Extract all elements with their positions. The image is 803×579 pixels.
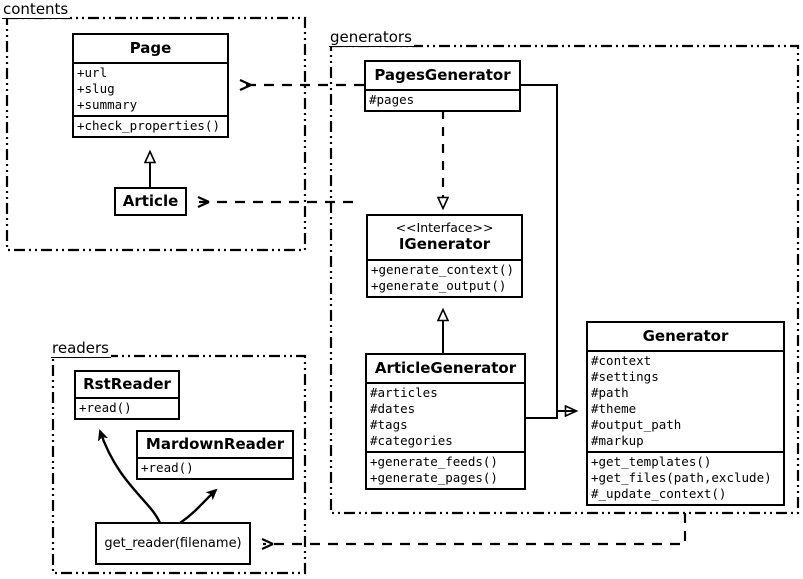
class-box-rst-reader[interactable]: RstReader +read() [74, 370, 180, 420]
class-member: +check_properties() [77, 118, 220, 133]
package-label-readers: readers [51, 339, 111, 358]
class-attributes-pages-generator: #pages [366, 89, 519, 110]
function-box-get-reader[interactable]: get_reader(filename) [95, 522, 251, 565]
class-member: #path [591, 385, 629, 400]
class-member: +generate_context() [371, 261, 514, 277]
class-name-article: Article [122, 192, 179, 210]
class-member: #_update_context() [591, 486, 727, 501]
class-methods-article-generator: +generate_feeds() +generate_pages() [367, 451, 524, 488]
class-member: +get_files(path,exclude) [591, 470, 772, 485]
package-label-generators: generators [329, 28, 414, 47]
class-member: #categories [370, 433, 453, 448]
class-methods-mardown-reader: +read() [138, 457, 292, 478]
class-member: +slug [77, 81, 115, 96]
edge-get-reader-to-mardownreader [179, 490, 216, 524]
class-member: +generate_output() [371, 277, 507, 293]
class-methods-rst-reader: +read() [76, 397, 178, 418]
class-member: +url [77, 65, 108, 80]
class-member: #dates [370, 401, 416, 416]
edge-generator-to-get-reader [261, 513, 687, 551]
class-member: #settings [591, 369, 659, 384]
class-name-mardown-reader: MardownReader [145, 435, 285, 453]
package-label-contents: contents [2, 0, 71, 19]
class-stereotype-igenerator: <<Interface>> [395, 220, 494, 235]
class-attributes-page: +url +slug +summary [74, 62, 227, 115]
class-name-generator: Generator [642, 327, 729, 345]
class-member: +generate_feeds() [370, 454, 498, 469]
class-methods-igenerator: +generate_context() +generate_output() [368, 258, 521, 296]
class-member: +get_templates() [591, 454, 712, 469]
class-methods-generator: +get_templates() +get_files(path,exclude… [588, 451, 783, 504]
class-member: #output_path [591, 417, 682, 432]
edge-articlegenerator-to-generator [526, 410, 576, 419]
class-member: +generate_pages() [370, 470, 498, 485]
class-name-article-generator: ArticleGenerator [374, 359, 517, 377]
class-name-page: Page [129, 39, 172, 57]
class-member: #articles [370, 385, 438, 400]
class-box-article[interactable]: Article [114, 187, 187, 216]
edge-pagesgenerator-to-generator [520, 84, 576, 411]
class-box-mardown-reader[interactable]: MardownReader +read() [136, 430, 294, 480]
class-member: +summary [77, 97, 138, 112]
class-box-pages-generator[interactable]: PagesGenerator #pages [364, 60, 521, 112]
class-name-igenerator: IGenerator [398, 234, 491, 253]
class-name-rst-reader: RstReader [83, 375, 171, 393]
function-label-get-reader: get_reader(filename) [104, 536, 242, 551]
class-name-pages-generator: PagesGenerator [374, 66, 511, 84]
class-member: #tags [370, 417, 408, 432]
class-member: +read() [141, 460, 194, 475]
class-box-article-generator[interactable]: ArticleGenerator #articles #dates #tags … [365, 353, 526, 490]
class-member: +read() [79, 400, 132, 415]
class-member: #context [591, 353, 652, 368]
class-box-page[interactable]: Page +url +slug +summary +check_properti… [72, 33, 229, 138]
class-box-igenerator[interactable]: <<Interface>> IGenerator +generate_conte… [366, 214, 523, 298]
class-box-generator[interactable]: Generator #context #settings #path #them… [586, 321, 785, 506]
class-attributes-article-generator: #articles #dates #tags #categories [367, 382, 524, 451]
class-member: #markup [591, 433, 644, 448]
class-member: #pages [369, 92, 415, 107]
class-attributes-generator: #context #settings #path #theme #output_… [588, 350, 783, 451]
class-member: #theme [591, 401, 637, 416]
class-methods-page: +check_properties() [74, 115, 227, 136]
